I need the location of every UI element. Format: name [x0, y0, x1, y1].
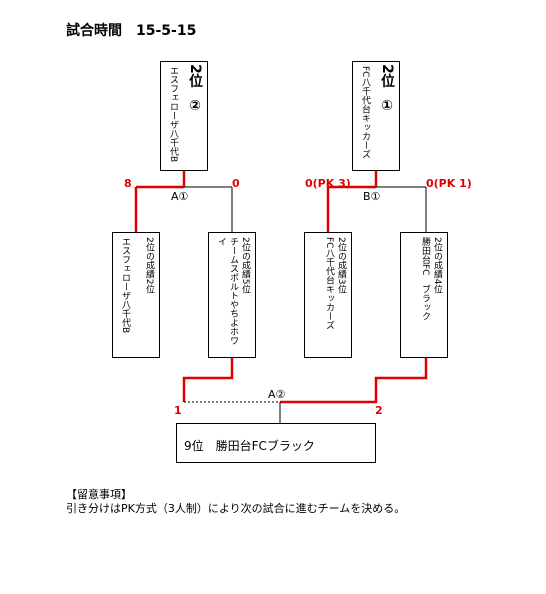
notes-body: 引き分けはPK方式（3人制）により次の試合に進むチームを決める。	[66, 502, 406, 515]
a2-label: A②	[268, 388, 286, 401]
slot-box-1: 2位の成績2位 エスフェローザ八千代B	[112, 232, 160, 358]
top-left-name: エスフェローザ八千代B	[168, 66, 178, 163]
slot-box-2: 2位の成績5位 チームスポルトやちよホワイ	[208, 232, 256, 358]
b1-label: B①	[363, 190, 381, 203]
top-right-name: FC八千代台キッカーズ	[360, 66, 370, 159]
page-title: 試合時間 15-5-15	[66, 23, 197, 39]
slot-1-name: エスフェローザ八千代B	[120, 237, 130, 334]
top-right-number: ①	[379, 98, 395, 114]
slot-2-name: チームスポルトやちよホワイ	[216, 237, 238, 345]
slot-box-3: 2位の成績3位 FC八千代台キッカーズ	[304, 232, 352, 358]
notes-heading: 【留意事項】	[66, 488, 132, 501]
top-right-box: FC八千代台キッカーズ 2位 ①	[352, 61, 400, 171]
b1-score-right: 0(PK 1)	[426, 177, 472, 190]
a2-score-right: 2	[375, 404, 383, 417]
slot-1-desc: 2位の成績2位	[144, 237, 154, 294]
result-box	[176, 423, 376, 463]
result-text: 9位 勝田台FCブラック	[184, 439, 315, 453]
a1-label: A①	[171, 190, 189, 203]
a2-right-path	[280, 358, 428, 404]
slot-3-name: FC八千代台キッカーズ	[324, 237, 334, 330]
slot-4-desc: 2位の成績4位	[432, 237, 442, 294]
slot-box-4: 2位の成績4位 勝田台FC ブラック	[400, 232, 448, 358]
a1-score-right: 0	[232, 177, 240, 190]
slot-4-name: 勝田台FC ブラック	[420, 237, 430, 321]
slot-3-desc: 2位の成績3位	[336, 237, 346, 294]
a1-score-left: 8	[124, 177, 132, 190]
top-left-rank: 2位	[187, 64, 203, 88]
slot-2-desc: 2位の成績5位	[240, 237, 250, 294]
a2-left-path	[182, 358, 234, 402]
top-left-box: エスフェローザ八千代B 2位 ②	[160, 61, 208, 171]
top-left-number: ②	[187, 98, 203, 114]
a2-score-left: 1	[174, 404, 182, 417]
b1-score-left: 0(PK 3)	[305, 177, 351, 190]
top-right-rank: 2位	[379, 64, 395, 88]
